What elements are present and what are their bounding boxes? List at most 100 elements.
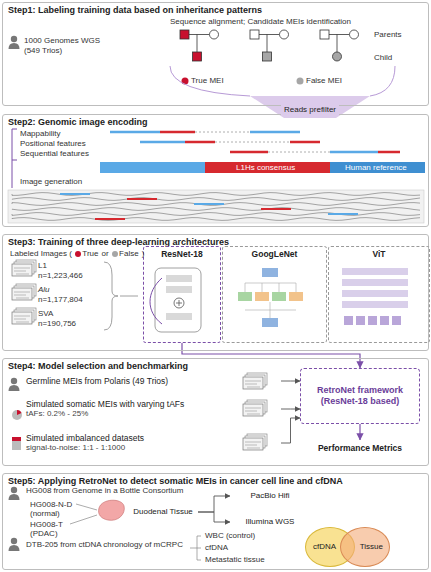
step3-art-part — [166, 275, 192, 282]
step4-art-part — [12, 437, 21, 441]
step1-art-part — [193, 52, 202, 61]
connector-arrow — [182, 343, 360, 368]
dataset-row: Simulated imbalanced datasetssignal-to-n… — [26, 430, 281, 456]
dataset-row: Germline MEIs from Polaris (49 Trios) — [26, 373, 281, 389]
step2-art-part — [110, 132, 400, 152]
sample-box: Illumina WGS — [230, 515, 310, 529]
step4-art-part — [243, 400, 267, 416]
node-subtext: signal-to-noise: 1:1 - 1:1000 — [26, 443, 281, 453]
read-trace — [12, 203, 420, 206]
step4-art-part — [12, 410, 22, 420]
step3-art-part-part — [342, 301, 408, 308]
text-label: L1Hs consensus — [236, 162, 295, 173]
step3-art-part — [262, 318, 278, 327]
step2-art-part — [330, 162, 425, 173]
text-label: DTB-205 from ctDNA chronology of mCRPC — [26, 540, 183, 550]
text-label: Alu — [38, 285, 50, 295]
step4-art-part — [243, 373, 267, 389]
node-text: Duodenal Tissue — [128, 507, 198, 517]
step3-art-part-part — [344, 316, 353, 325]
text-label: Parents — [374, 30, 402, 40]
node-text: ViT — [329, 247, 429, 260]
text-label: Sequence alignment; Candidate MEIs ident… — [170, 17, 351, 27]
step1-art-part — [263, 52, 272, 61]
model-box: ViT — [328, 246, 430, 343]
step1-art-part — [170, 66, 395, 96]
legend-text: False — [119, 249, 139, 259]
framework-box: RetroNet framework (ResNet-18 based) — [300, 368, 420, 424]
connector-arrow — [281, 409, 300, 410]
step3-art-part — [238, 292, 252, 301]
text-label: False MEI — [306, 76, 342, 86]
step1-art-part — [180, 30, 189, 39]
connector-arrow — [359, 424, 360, 440]
text-label: Metastatic tissue — [205, 555, 265, 565]
step2-art-part — [100, 162, 205, 173]
edge-label: Reads prefilter — [281, 105, 339, 115]
node-text: PacBio Hifi — [230, 491, 310, 501]
step1-art-part — [280, 30, 289, 39]
step3-art-part-part — [380, 316, 389, 325]
step1-art-part-part — [259, 35, 280, 53]
step5-art-part — [70, 504, 97, 524]
step3-art-part-part — [245, 283, 296, 318]
text-label: Sequential features — [20, 149, 89, 159]
text-label: Child — [374, 53, 392, 63]
connector-arrow — [198, 496, 230, 512]
step1-art-part — [250, 30, 259, 39]
read-trace — [12, 213, 420, 216]
text-label: n=1,223,466 — [38, 271, 83, 281]
read-trace — [12, 208, 420, 211]
read-segment — [194, 203, 224, 205]
step3-art-part — [245, 283, 296, 318]
text-label: SVA — [38, 309, 53, 319]
node-text: Step2: Genomic image encoding — [3, 115, 428, 130]
step1-art-part — [210, 30, 219, 39]
step3-art-part — [104, 262, 118, 330]
step5-art-part — [9, 538, 20, 551]
step3-art-part-part — [392, 316, 401, 325]
text-label: Image generation — [20, 177, 82, 187]
dataset-row: Simulated somatic MEIs with varying tAFs… — [26, 396, 281, 422]
step3-art-part — [344, 316, 401, 325]
read-segment — [127, 198, 157, 200]
text-label: True MEI — [191, 76, 224, 86]
text-label: Human reference — [345, 162, 407, 173]
step3-art — [12, 260, 408, 332]
step5-art-part — [99, 500, 125, 520]
step3-art-part — [166, 286, 192, 293]
step5-art — [9, 487, 202, 560]
node-text: Simulated somatic MEIs with varying tAFs — [26, 399, 281, 409]
text-label: Positional features — [20, 139, 86, 149]
step3-art-part-part — [342, 279, 408, 286]
metric-box: Performance Metrics — [305, 440, 415, 456]
step2-art-part-part — [110, 132, 378, 152]
legend-dot — [75, 251, 81, 257]
sample-box: PacBio Hifi — [230, 489, 310, 503]
step3-art-part — [174, 298, 184, 308]
node-text: Step4: Model selection and benchmarking — [3, 359, 428, 374]
node-text: Performance Metrics — [318, 443, 402, 453]
read-segment — [60, 193, 90, 195]
text-label: (549 Trios) — [24, 46, 62, 56]
step3-art-part — [176, 300, 182, 306]
node-subtext: tAFs: 0.2% - 25% — [26, 409, 281, 419]
step3-art-part — [155, 268, 201, 332]
text-label: (normal) — [30, 509, 60, 519]
step3-art-part — [342, 268, 408, 308]
text-label: n=190,756 — [38, 319, 76, 329]
node-text: RetroNet framework (ResNet-18 based) — [305, 385, 415, 407]
text-label: n=1,177,804 — [38, 295, 83, 305]
node-text: Simulated imbalanced datasets — [26, 433, 281, 443]
legend-text: True — [82, 249, 98, 259]
text-label: HG008-T — [30, 520, 63, 530]
step3-art-part — [289, 292, 303, 301]
step1-art-part — [333, 52, 342, 61]
step3-art-part — [262, 268, 278, 277]
text-label: HG008 from Genome in a Bottle Consortium — [26, 486, 183, 496]
step1-art-part — [320, 30, 329, 39]
text-label: cfDNA — [205, 543, 228, 553]
node-text: GoogLeNet — [223, 247, 326, 260]
node-text: Tissue — [360, 542, 383, 552]
